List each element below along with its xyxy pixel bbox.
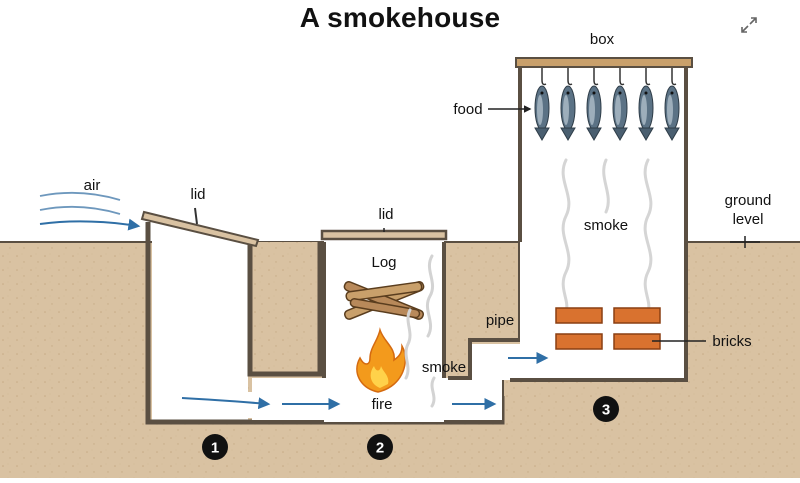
marker-1: 1 xyxy=(202,434,228,460)
food-fish-row xyxy=(534,68,680,141)
lid-left xyxy=(140,210,260,248)
box-top xyxy=(515,57,693,68)
label-bricks: bricks xyxy=(712,333,751,350)
label-smoke-box: smoke xyxy=(584,217,628,234)
label-ground-line-2: level xyxy=(733,211,764,228)
marker-2: 2 xyxy=(367,434,393,460)
fish-icon xyxy=(560,68,576,141)
fish-icon xyxy=(638,68,654,141)
fish-icon xyxy=(664,68,680,141)
marker-1-text: 1 xyxy=(211,440,219,457)
diagram-title: A smokehouse xyxy=(299,2,501,33)
fish-icon xyxy=(586,68,602,141)
label-lid-left: lid xyxy=(190,186,205,203)
log-pile xyxy=(343,281,425,320)
label-pipe: pipe xyxy=(486,312,514,329)
bricks xyxy=(555,307,661,350)
smoke-wisps-box xyxy=(561,158,653,314)
label-log: Log xyxy=(371,254,396,271)
fire-pit-lid xyxy=(320,229,448,241)
flow-arrows xyxy=(181,352,549,410)
label-food: food xyxy=(453,101,482,118)
marker-3-text: 3 xyxy=(602,402,610,419)
smoke-wisps-middle xyxy=(404,254,436,408)
dividing-wall xyxy=(247,242,323,377)
expand-arrows-icon[interactable] xyxy=(738,14,760,36)
air-flow xyxy=(39,191,141,231)
flame-icon xyxy=(356,327,406,393)
label-smoke-middle: smoke xyxy=(422,359,466,376)
marker-2-text: 2 xyxy=(376,440,384,457)
label-ground-line-1: ground xyxy=(725,192,772,209)
marker-3: 3 xyxy=(593,396,619,422)
fish-icon xyxy=(534,68,550,141)
fish-icon xyxy=(612,68,628,141)
label-lid-middle: lid xyxy=(378,206,393,223)
label-air: air xyxy=(84,177,101,194)
label-box: box xyxy=(590,31,615,48)
label-fire: fire xyxy=(372,396,393,413)
chamber-1-interior xyxy=(152,230,248,420)
